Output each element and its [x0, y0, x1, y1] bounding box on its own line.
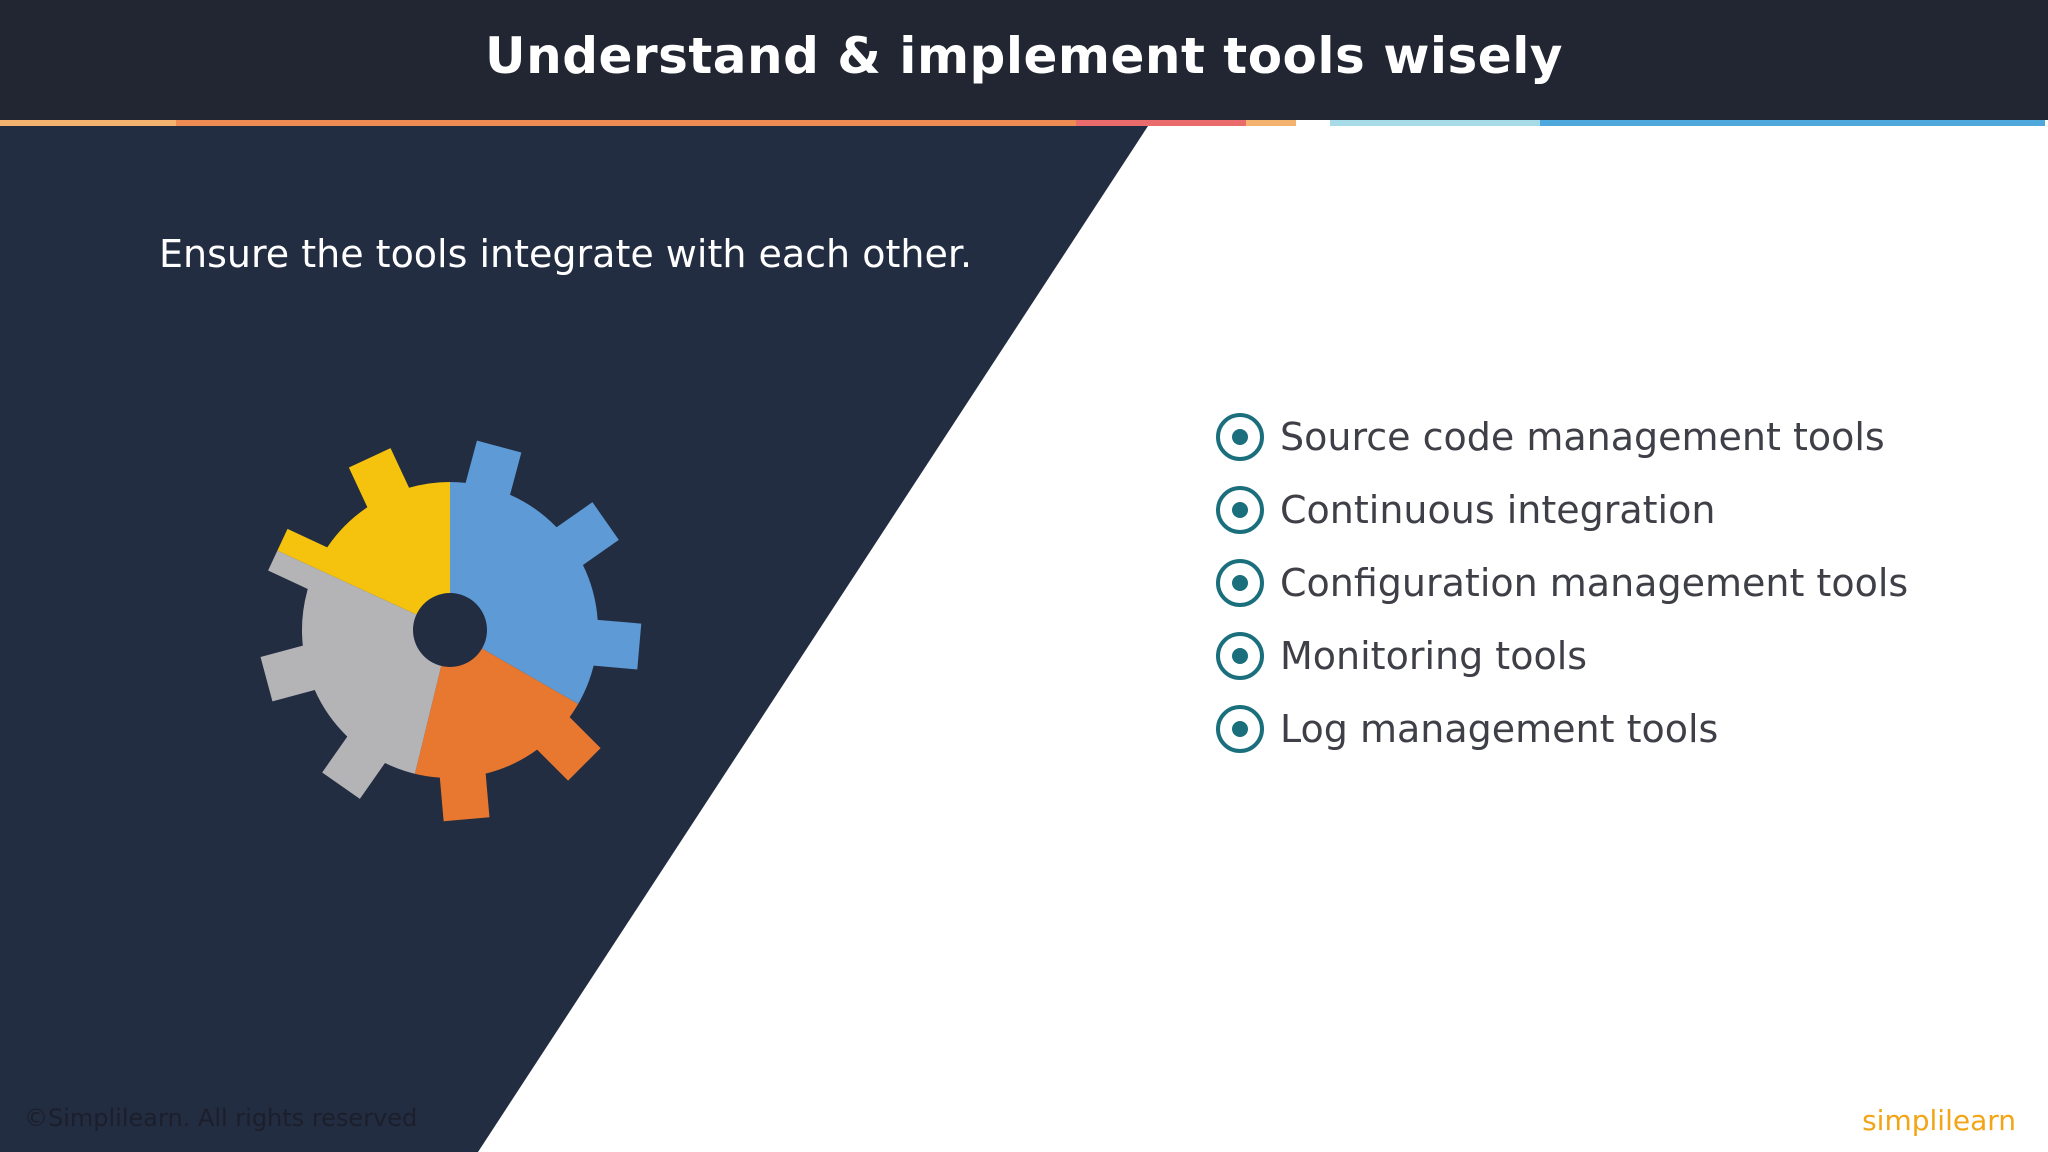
slide-header: Understand & implement tools wisely — [0, 0, 2048, 120]
accent-segment — [1246, 120, 1296, 126]
list-item-label: Source code management tools — [1280, 415, 1885, 459]
radio-bullet-icon — [1216, 486, 1264, 534]
slide-title: Understand & implement tools wisely — [485, 27, 1563, 85]
gear-icon — [255, 435, 645, 830]
list-item: Source code management tools — [1214, 402, 1908, 472]
radio-bullet-icon — [1216, 705, 1264, 753]
list-item-label: Monitoring tools — [1280, 634, 1588, 678]
simplilearn-logo: simplilearn — [1862, 1104, 2016, 1137]
accent-segment — [1330, 120, 1540, 126]
list-item-label: Log management tools — [1280, 707, 1719, 751]
list-item: Monitoring tools — [1214, 621, 1908, 691]
copyright-text: ©Simplilearn. All rights reserved — [24, 1104, 418, 1132]
list-item-label: Configuration management tools — [1280, 561, 1909, 605]
accent-bar — [0, 120, 2048, 126]
accent-segment — [1540, 120, 2045, 126]
list-item: Continuous integration — [1214, 475, 1908, 545]
list-item: Configuration management tools — [1214, 548, 1908, 618]
list-item-label: Continuous integration — [1280, 488, 1716, 532]
radio-bullet-icon — [1216, 559, 1264, 607]
list-item: Log management tools — [1214, 694, 1908, 764]
tool-list: Source code management tools Continuous … — [1214, 402, 1908, 767]
accent-segment — [0, 120, 176, 126]
slide-subtitle: Ensure the tools integrate with each oth… — [159, 232, 973, 276]
accent-segment — [176, 120, 1076, 126]
accent-segment — [1076, 120, 1246, 126]
radio-bullet-icon — [1216, 413, 1264, 461]
radio-bullet-icon — [1216, 632, 1264, 680]
